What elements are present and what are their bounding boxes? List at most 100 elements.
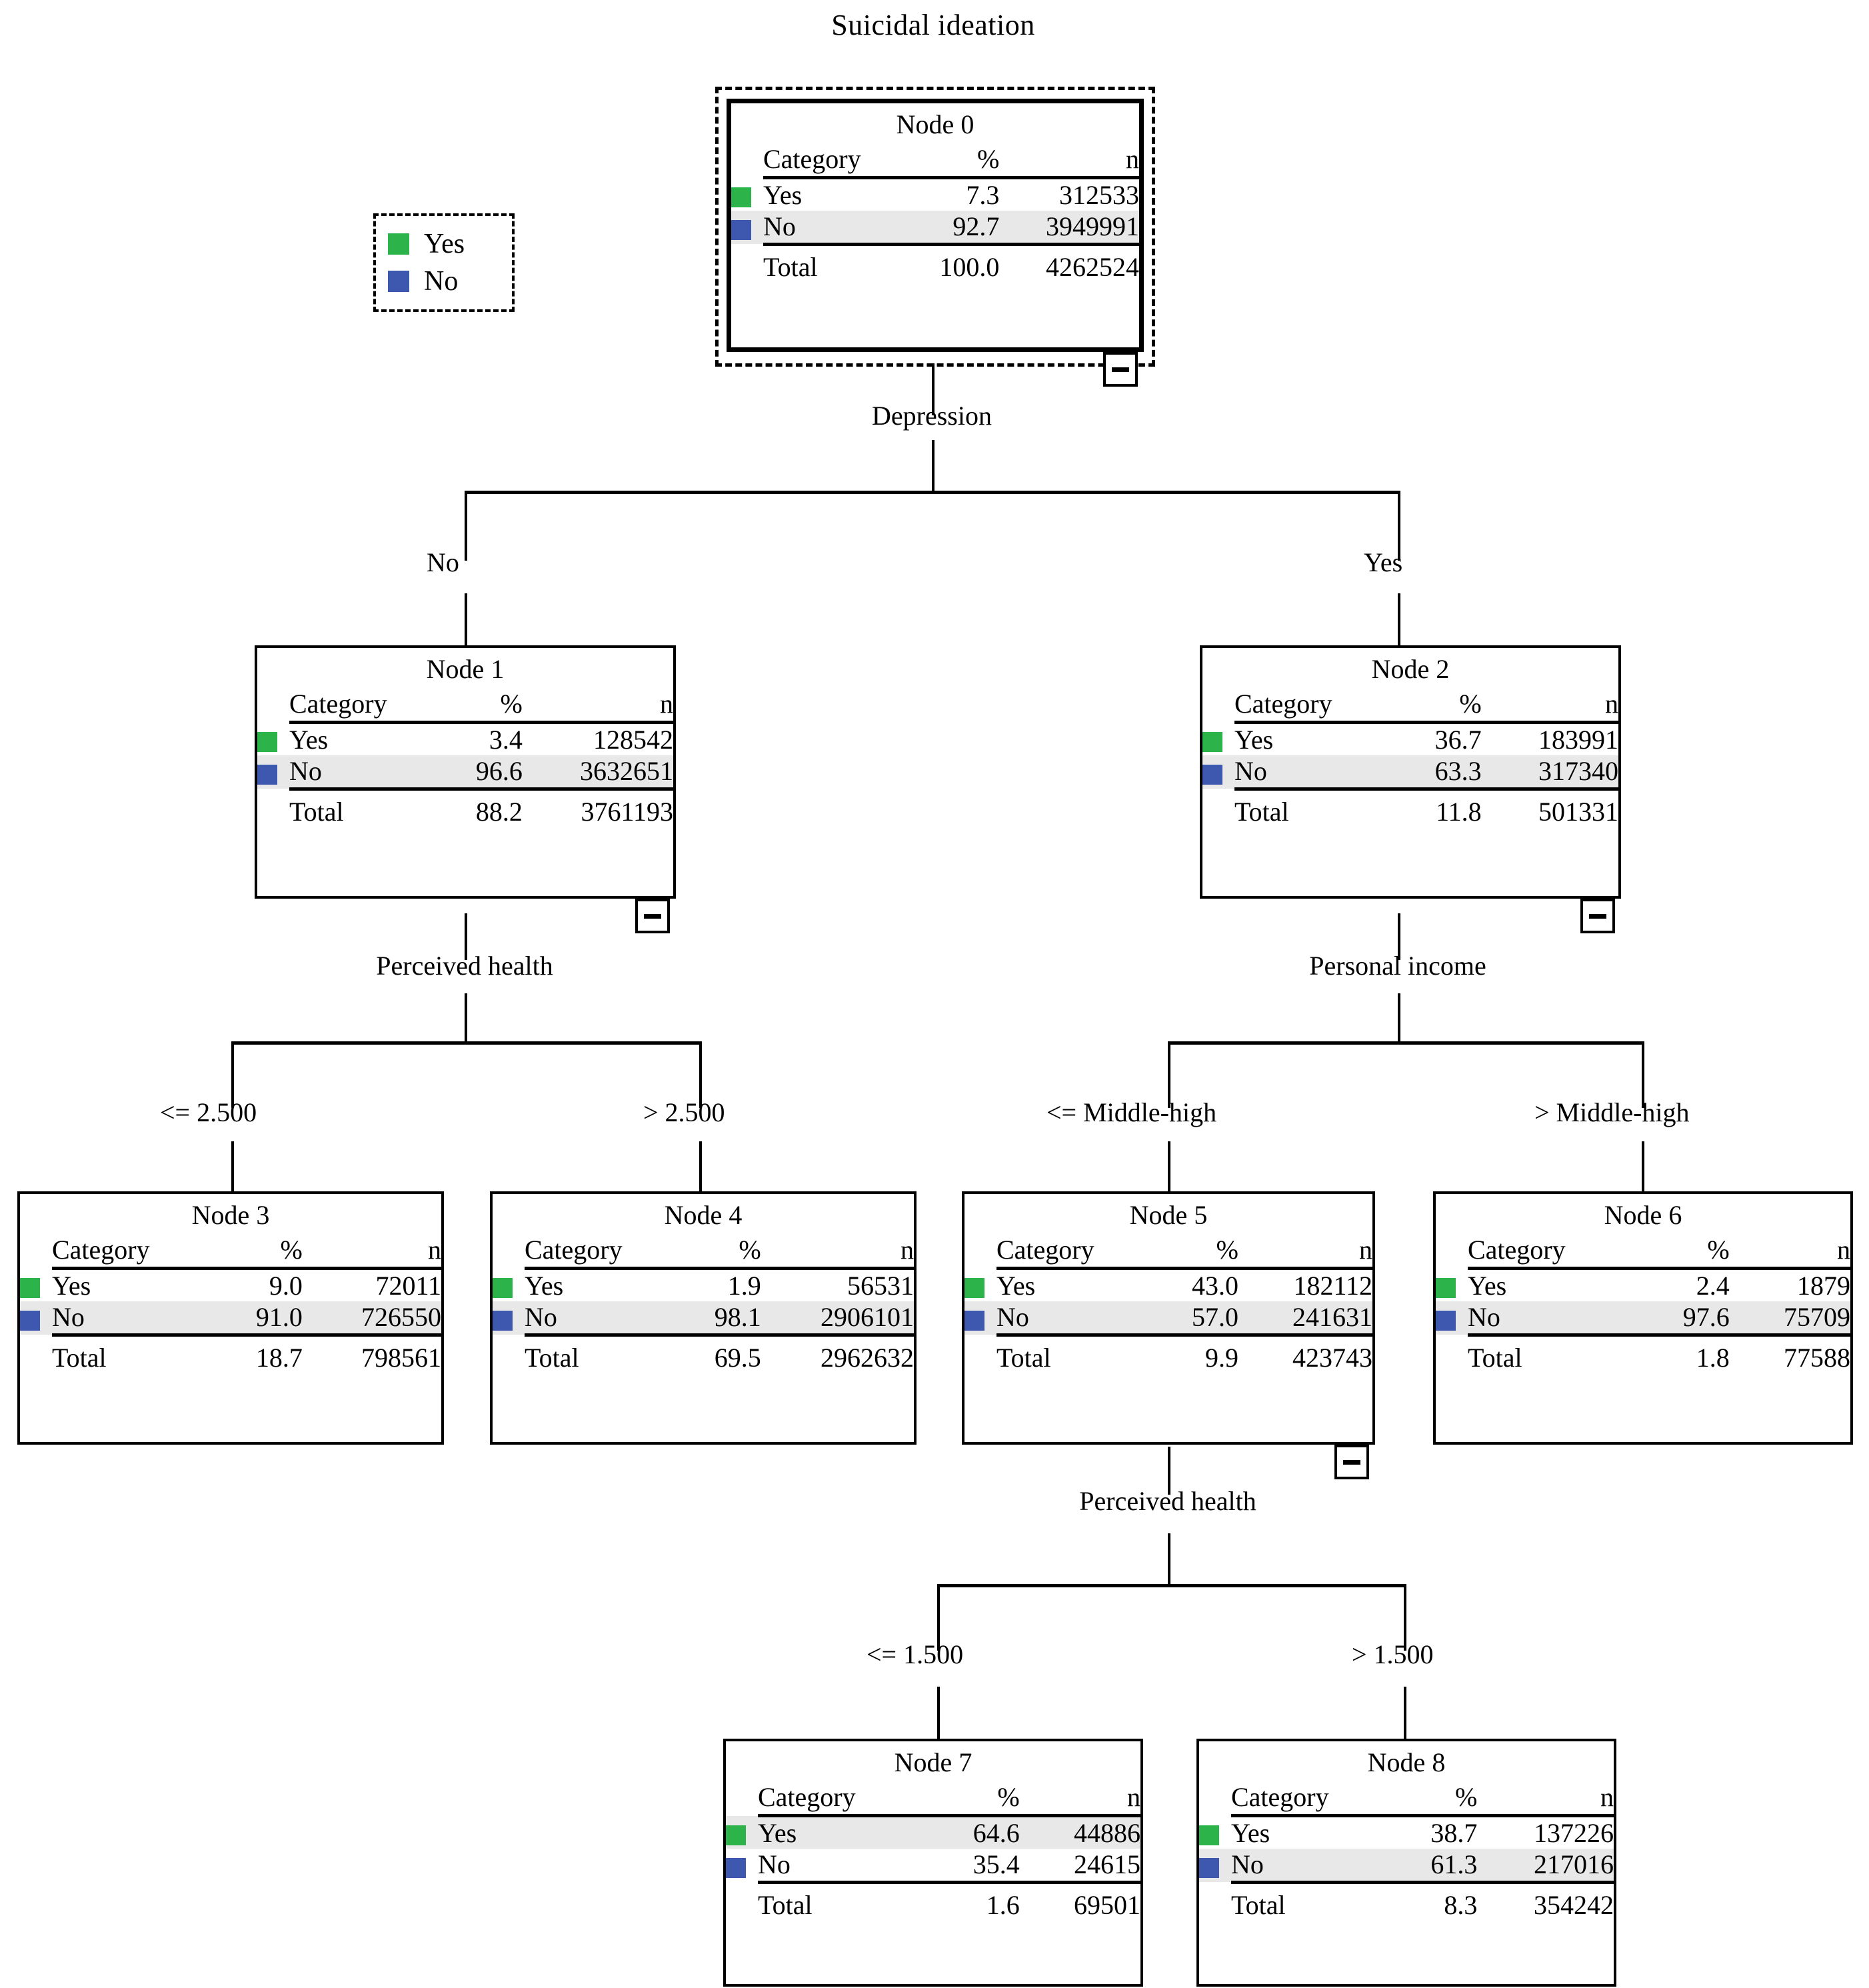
row-swatch-no bbox=[1202, 765, 1222, 785]
legend-swatch-yes bbox=[388, 233, 409, 255]
table-row: Yes 36.7 183991 bbox=[1202, 723, 1618, 756]
row-n: 128542 bbox=[593, 725, 673, 755]
legend-label-no: No bbox=[424, 266, 459, 297]
table-row: Yes 7.3 312533 bbox=[731, 178, 1139, 211]
node-5[interactable]: Node 5 Category % n Yes 43.0 182112 No 5… bbox=[962, 1191, 1375, 1445]
connector-n5-left-drop bbox=[937, 1584, 940, 1651]
connector-root-left-drop2 bbox=[465, 593, 467, 647]
node-0[interactable]: Node 0 Category % n Yes 7.3 312533 No 92… bbox=[727, 99, 1144, 352]
row-n: 312533 bbox=[1059, 180, 1139, 211]
total-label: Total bbox=[1234, 796, 1289, 827]
node-3-table: Category % n Yes 9.0 72011 No 91.0 72655… bbox=[20, 1234, 441, 1373]
node-0-table: Category % n Yes 7.3 312533 No 92.7 3949… bbox=[731, 143, 1139, 283]
connector-root-left-drop bbox=[465, 491, 467, 561]
row-percent: 61.3 bbox=[1398, 1849, 1478, 1884]
node-3[interactable]: Node 3 Category % n Yes 9.0 72011 No 91.… bbox=[17, 1191, 444, 1445]
header-percent: % bbox=[1398, 1781, 1478, 1818]
split-variable-depression: Depression bbox=[872, 401, 992, 431]
header-category: Category bbox=[525, 1234, 685, 1271]
header-n: n bbox=[761, 1234, 914, 1271]
node-1[interactable]: Node 1 Category % n Yes 3.4 128542 No 96… bbox=[255, 645, 676, 899]
row-n: 44886 bbox=[1019, 1815, 1140, 1849]
table-row: Yes 1.9 56531 bbox=[493, 1269, 914, 1302]
header-category: Category bbox=[763, 143, 910, 180]
row-percent: 63.3 bbox=[1401, 755, 1482, 791]
header-percent: % bbox=[221, 1234, 303, 1271]
table-row: No 91.0 726550 bbox=[20, 1301, 441, 1337]
connector-n5-stem bbox=[1168, 1447, 1170, 1495]
node-5-title: Node 5 bbox=[1129, 1200, 1208, 1230]
node-4-title: Node 4 bbox=[664, 1200, 743, 1230]
header-percent: % bbox=[909, 143, 1000, 180]
header-n: n bbox=[302, 1234, 441, 1271]
row-n: 182112 bbox=[1293, 1271, 1372, 1301]
total-percent: 69.5 bbox=[714, 1342, 761, 1373]
node-6[interactable]: Node 6 Category % n Yes 2.4 1879 No 97.6… bbox=[1433, 1191, 1853, 1445]
node-7[interactable]: Node 7 Category % n Yes 64.6 44886 No 35… bbox=[723, 1739, 1143, 1987]
total-percent: 18.7 bbox=[255, 1342, 303, 1373]
row-n: 241631 bbox=[1238, 1301, 1372, 1337]
connector-n2-right-drop2 bbox=[1642, 1141, 1644, 1191]
connector-n1-left-drop bbox=[231, 1041, 234, 1108]
node-8[interactable]: Node 8 Category % n Yes 38.7 137226 No 6… bbox=[1196, 1739, 1616, 1987]
node-1-title: Node 1 bbox=[426, 654, 505, 684]
legend-label-yes: Yes bbox=[424, 229, 465, 259]
edge-label-n2-right: > Middle-high bbox=[1534, 1097, 1690, 1127]
node-0-collapse-button[interactable] bbox=[1103, 352, 1138, 387]
connector-n5-bar bbox=[937, 1584, 1404, 1587]
table-row: Yes 64.6 44886 bbox=[726, 1815, 1140, 1849]
header-category: Category bbox=[1468, 1234, 1645, 1271]
connector-n5-stem-lower bbox=[1168, 1533, 1170, 1585]
table-header-row: Category % n bbox=[964, 1234, 1372, 1271]
node-2-collapse-button[interactable] bbox=[1580, 899, 1615, 933]
header-category: Category bbox=[996, 1234, 1160, 1271]
table-total-row: Total 1.6 69501 bbox=[726, 1882, 1140, 1921]
connector-root-right-drop2 bbox=[1398, 593, 1400, 647]
row-category: No bbox=[1468, 1301, 1645, 1337]
node-8-table: Category % n Yes 38.7 137226 No 61.3 217… bbox=[1199, 1781, 1614, 1921]
row-swatch-no bbox=[731, 220, 751, 241]
node-2[interactable]: Node 2 Category % n Yes 36.7 183991 No 6… bbox=[1200, 645, 1621, 899]
row-swatch-yes bbox=[493, 1277, 513, 1298]
row-swatch-no bbox=[257, 765, 277, 785]
node-1-collapse-button[interactable] bbox=[635, 899, 670, 933]
connector-n2-left-drop2 bbox=[1168, 1141, 1170, 1191]
node-8-title: Node 8 bbox=[1367, 1747, 1446, 1777]
table-row: No 63.3 317340 bbox=[1202, 755, 1618, 791]
node-4[interactable]: Node 4 Category % n Yes 1.9 56531 No 98.… bbox=[490, 1191, 917, 1445]
row-percent: 57.0 bbox=[1160, 1301, 1238, 1337]
row-percent: 64.6 bbox=[935, 1815, 1020, 1849]
row-category: Yes bbox=[1231, 1818, 1270, 1849]
table-header-row: Category % n bbox=[1199, 1781, 1614, 1818]
row-percent: 1.9 bbox=[727, 1271, 761, 1301]
legend-item-no: No bbox=[388, 263, 495, 300]
header-percent: % bbox=[1160, 1234, 1238, 1271]
node-7-title: Node 7 bbox=[894, 1747, 972, 1777]
row-category: Yes bbox=[763, 180, 803, 211]
edge-label-n1-left: <= 2.500 bbox=[160, 1097, 257, 1127]
total-percent: 9.9 bbox=[1204, 1342, 1238, 1373]
header-percent: % bbox=[1401, 688, 1482, 725]
legend-item-yes: Yes bbox=[388, 225, 495, 263]
legend: Yes No bbox=[373, 213, 515, 312]
row-percent: 92.7 bbox=[909, 211, 1000, 246]
row-percent: 91.0 bbox=[221, 1301, 303, 1337]
total-n: 4262524 bbox=[1046, 251, 1139, 282]
row-category: No bbox=[52, 1301, 222, 1337]
connector-n2-stem-lower bbox=[1398, 993, 1400, 1043]
page-title: Suicidal ideation bbox=[831, 9, 1035, 41]
header-category: Category bbox=[289, 688, 447, 725]
row-percent: 36.7 bbox=[1434, 725, 1482, 755]
edge-label-n5-left: <= 1.500 bbox=[867, 1639, 964, 1669]
table-row: No 57.0 241631 bbox=[964, 1301, 1372, 1337]
header-n: n bbox=[1477, 1781, 1614, 1818]
node-5-collapse-button[interactable] bbox=[1334, 1445, 1369, 1479]
table-row: Yes 38.7 137226 bbox=[1199, 1816, 1614, 1849]
total-label: Total bbox=[52, 1342, 107, 1373]
header-n: n bbox=[1238, 1234, 1372, 1271]
row-percent: 96.6 bbox=[447, 755, 523, 791]
row-swatch-yes bbox=[257, 731, 277, 752]
row-swatch-no bbox=[726, 1858, 746, 1879]
table-row: No 96.6 3632651 bbox=[257, 755, 673, 791]
total-label: Total bbox=[525, 1342, 579, 1373]
